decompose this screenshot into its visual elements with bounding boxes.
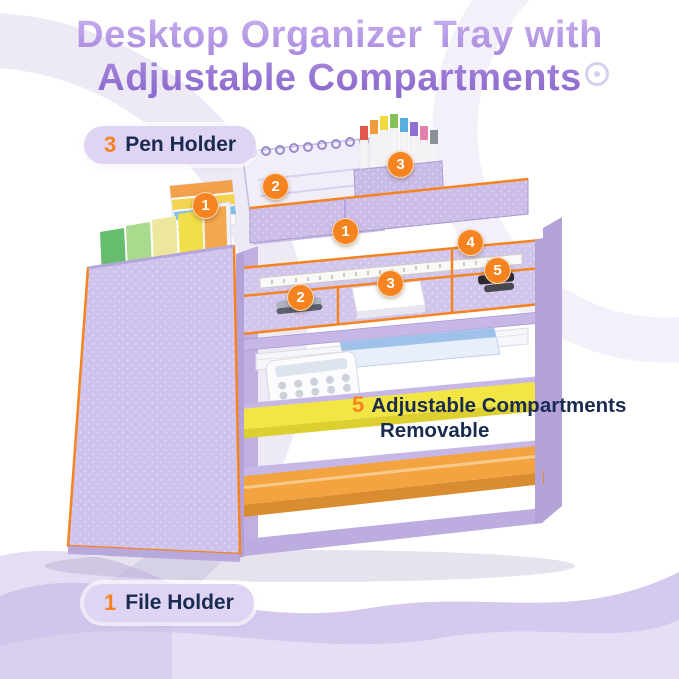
callout-pen-holder-2: 2 [262, 173, 289, 200]
callout-compartment-3: 3 [377, 270, 404, 297]
annotation-text2: Removable [380, 418, 490, 442]
file-holder-badge: 1 File Holder [84, 584, 254, 622]
file-holder [66, 201, 242, 562]
pen-holder-label: Pen Holder [125, 133, 237, 156]
callout-compartment-1: 1 [332, 218, 359, 245]
page-title: Desktop Organizer Tray with Adjustable C… [0, 14, 679, 99]
title-line1: Desktop Organizer Tray with [76, 14, 603, 56]
shelf-contents [226, 238, 544, 558]
compartments-annotation: 5 Adjustable Compartments Removable [352, 392, 626, 443]
callout-pen-holder-3: 3 [387, 151, 414, 178]
pen-holder-badge: 3 Pen Holder [84, 126, 257, 164]
tray-right-panel [543, 217, 562, 522]
orange-folder [226, 446, 544, 518]
annotation-line1: 5 Adjustable Compartments [352, 392, 626, 419]
file-holder-label: File Holder [125, 591, 234, 614]
annotation-text1: Adjustable Compartments [371, 394, 627, 417]
callout-pen-holder-1: 1 [192, 192, 219, 219]
compartments-count: 5 [352, 392, 365, 417]
callout-compartment-5: 5 [484, 257, 511, 284]
pen-holder-row [249, 177, 529, 244]
decorative-circle-icon [585, 62, 609, 86]
pen-holder-count: 3 [104, 132, 117, 157]
callout-compartment-2: 2 [287, 284, 314, 311]
callout-compartment-4: 4 [457, 229, 484, 256]
yellow-folder [230, 382, 540, 439]
title-line2: Adjustable Compartments [97, 56, 582, 99]
file-holder-count: 1 [104, 590, 117, 615]
